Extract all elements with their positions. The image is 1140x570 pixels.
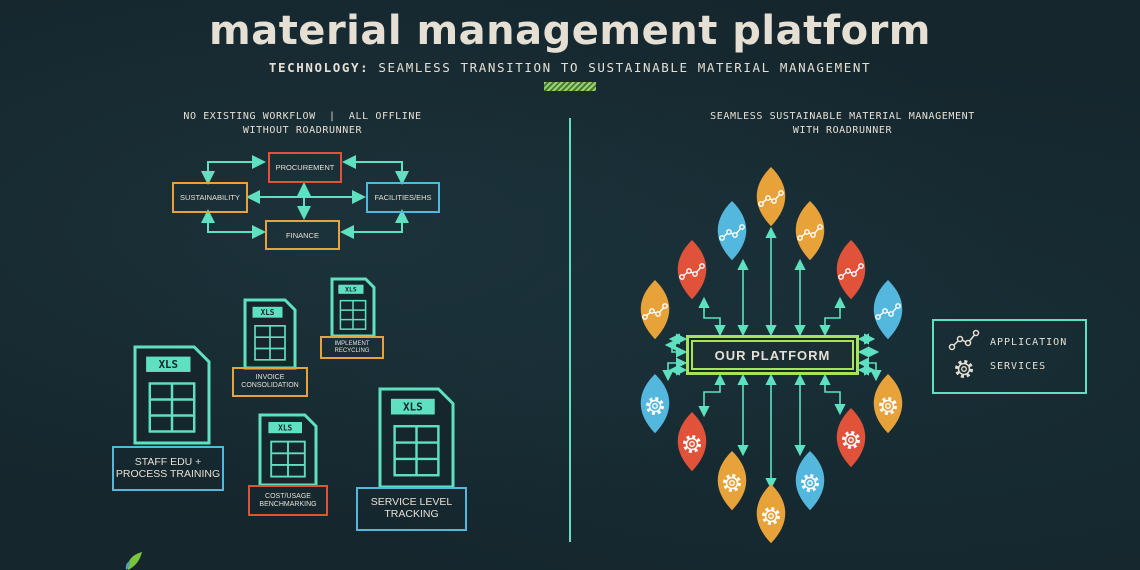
xls-icon-text: XLS <box>278 423 292 432</box>
legend-application: APPLICATION <box>990 337 1068 348</box>
page-title: material management platform <box>209 8 931 54</box>
petal-upper-left-1 <box>717 201 747 261</box>
petal-bottom <box>756 484 786 544</box>
petal-lower-right-3 <box>873 374 903 434</box>
xls-doc-cost-usage: XLS <box>258 413 318 487</box>
workflow-finance: FINANCE <box>265 220 340 250</box>
line-chart-icon <box>948 329 980 351</box>
label-service-line2: TRACKING <box>384 508 439 520</box>
label-staff-edu-line1: STAFF EDU + <box>134 455 202 468</box>
legend-services: SERVICES <box>990 361 1047 372</box>
gear-icon <box>955 360 973 378</box>
line-chart-icon <box>642 303 668 320</box>
gear-icon <box>842 431 860 449</box>
line-chart-icon <box>758 190 784 207</box>
label-implement-line1: IMPLEMENT <box>334 340 370 347</box>
label-staff-edu-line2: PROCESS TRAINING <box>115 467 221 480</box>
xls-doc-invoice: XLS <box>243 298 297 370</box>
line-chart-icon <box>838 263 864 280</box>
line-chart-icon <box>797 224 823 241</box>
petal-upper-left-3 <box>640 280 670 340</box>
legend: APPLICATION SERVICES <box>932 319 1087 394</box>
page-subtitle: TECHNOLOGY: SEAMLESS TRANSITION TO SUSTA… <box>0 60 1140 75</box>
platform-box: OUR PLATFORM <box>686 335 859 375</box>
petal-upper-right-1 <box>795 201 825 261</box>
left-heading-line1: NO EXISTING WORKFLOW | ALL OFFLINE <box>183 111 422 122</box>
title-accent-mark <box>544 82 596 91</box>
workflow-procurement: PROCUREMENT <box>268 152 342 183</box>
xls-icon-text: XLS <box>159 358 178 371</box>
label-invoice-line2: CONSOLIDATION <box>241 382 299 389</box>
label-invoice-line1: INVOICE <box>255 374 285 382</box>
xls-doc-staff-edu: XLS <box>133 345 211 445</box>
right-heading: SEAMLESS SUSTAINABLE MATERIAL MANAGEMENT… <box>680 110 1005 138</box>
left-heading-line2: WITHOUT ROADRUNNER <box>242 125 363 136</box>
legend-icons <box>948 329 980 378</box>
gear-icon <box>646 397 664 415</box>
subtitle-prefix: TECHNOLOGY: <box>268 60 370 75</box>
xls-icon-text: XLS <box>403 401 423 414</box>
petal-lower-right-2 <box>836 408 866 468</box>
label-implement-line2: RECYCLING <box>334 347 370 354</box>
petal-lower-right-1 <box>795 451 825 511</box>
xls-icon-text: XLS <box>261 308 275 317</box>
section-divider <box>569 118 571 542</box>
subtitle-text: SEAMLESS TRANSITION TO SUSTAINABLE MATER… <box>378 60 872 75</box>
gear-icon <box>801 474 819 492</box>
xls-doc-service-level: XLS <box>378 387 455 489</box>
left-heading: NO EXISTING WORKFLOW | ALL OFFLINE WITHO… <box>150 110 455 138</box>
leaf-logo-icon <box>125 552 142 570</box>
workflow-facilities: FACILITIES/EHS <box>366 182 440 213</box>
petal-upper-right-2 <box>836 240 866 300</box>
petal-top <box>756 167 786 227</box>
gear-icon <box>683 435 701 453</box>
right-heading-line1: SEAMLESS SUSTAINABLE MATERIAL MANAGEMENT <box>710 111 975 122</box>
label-cost-line1: COST/USAGE <box>265 492 311 500</box>
line-chart-icon <box>719 224 745 241</box>
line-chart-icon <box>875 303 901 320</box>
label-service-line1: SERVICE LEVEL <box>370 496 453 509</box>
xls-doc-implement: XLS <box>330 277 376 338</box>
line-chart-icon <box>679 263 705 280</box>
gear-icon <box>762 507 780 525</box>
petal-upper-right-3 <box>873 280 903 340</box>
petal-lower-left-2 <box>677 412 707 472</box>
workflow-sustainability: SUSTAINABILITY <box>172 182 248 213</box>
label-cost-line2: BENCHMARKING <box>259 500 317 508</box>
petal-upper-left-2 <box>677 240 707 300</box>
xls-icon-text: XLS <box>345 286 357 294</box>
petal-lower-left-3 <box>640 374 670 434</box>
platform-connectors <box>662 226 882 490</box>
label-staff-edu: STAFF EDU +PROCESS TRAINING <box>112 446 224 491</box>
right-heading-line2: WITH ROADRUNNER <box>792 125 893 136</box>
petal-lower-left-1 <box>717 451 747 511</box>
gear-icon <box>879 397 897 415</box>
gear-icon <box>723 474 741 492</box>
